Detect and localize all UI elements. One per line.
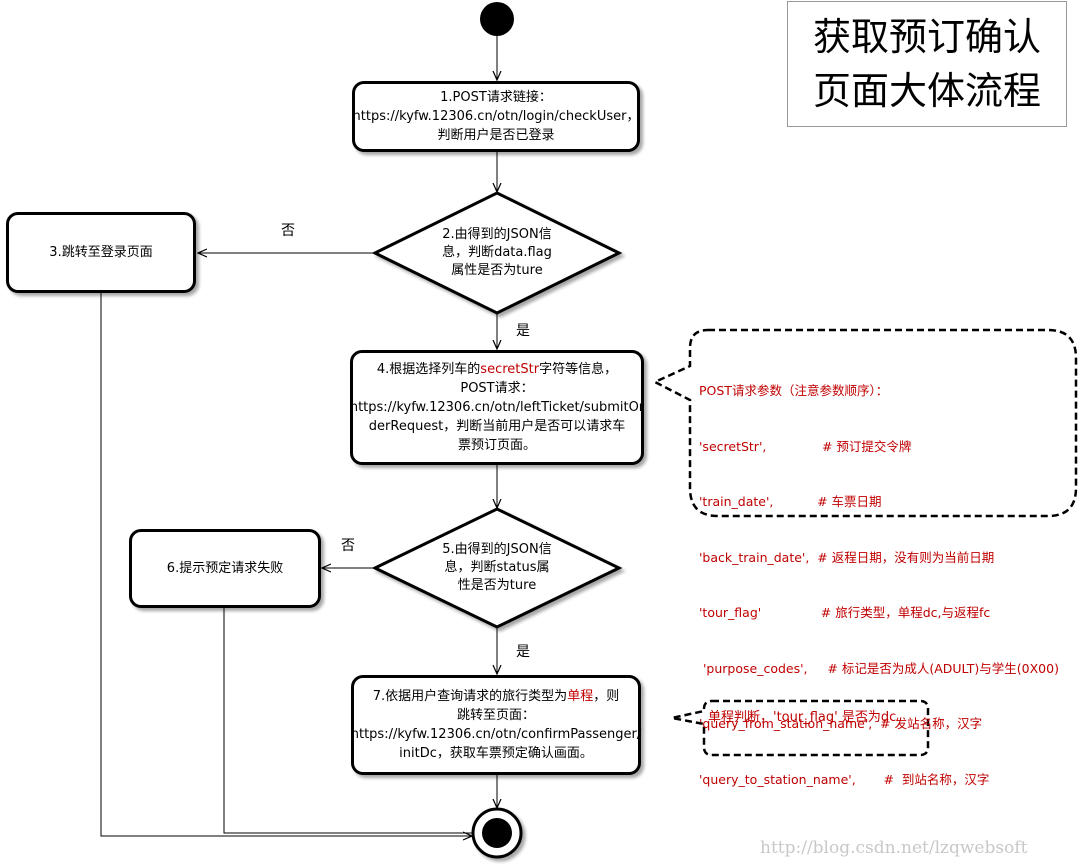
edge-step3-end [100, 293, 472, 836]
step5-line-3: 性是否为ture [457, 578, 537, 593]
end-node-inner [482, 818, 512, 848]
step1-line-2: https://kyfw.12306.cn/otn/login/checkUse… [352, 109, 640, 124]
edge-step6-end [223, 608, 472, 834]
decision-step2-text: 2.由得到的JSON信 息，判断data.flag 属性是否为ture [422, 226, 572, 280]
params-line-4: 'back_train_date', # 返程日期，没有则为当前日期 [699, 549, 995, 565]
step5-line-1: 5.由得到的JSON信 [442, 542, 552, 557]
step7-oneway-highlight: 单程 [567, 689, 594, 704]
title-line-1: 获取预订确认 [812, 15, 1041, 59]
callout-params-shape [652, 328, 1078, 518]
process-step4: 4.根据选择列车的secretStr字符等信息， POST请求： https:/… [350, 350, 644, 465]
step1-line-3: 判断用户是否已登录 [437, 128, 555, 143]
edge-label-yes-step5: 是 [516, 644, 530, 660]
step4-line-2: POST请求： [460, 381, 534, 396]
step7-line1-suffix: ，则 [593, 689, 620, 704]
step1-line-1: 1.POST请求链接： [440, 90, 552, 105]
callout-params-text: POST请求参数（注意参数顺序）： 'secretStr', # 预订提交令牌 … [699, 345, 1059, 808]
step2-line-1: 2.由得到的JSON信 [442, 227, 552, 242]
params-line-6: 'purpose_codes', # 标记是否为成人(ADULT)与学生(0X0… [699, 660, 1059, 676]
title-line-2: 页面大体流程 [812, 69, 1041, 113]
callout-oneway-shape [671, 699, 930, 757]
params-line-5: 'tour_flag' # 旅行类型，单程dc,与返程fc [699, 605, 991, 620]
step5-line-2: 息，判断status属 [444, 560, 550, 575]
step7-line-4: initDc，获取车票预定确认画面。 [399, 746, 593, 761]
step4-line1-suffix: 字符等信息， [539, 362, 618, 377]
params-line-3: 'train_date', # 车票日期 [699, 494, 882, 509]
step7-line-3: https://kyfw.12306.cn/otn/confirmPasseng… [350, 727, 642, 742]
step7-line1-prefix: 7.依据用户查询请求的旅行类型为 [372, 689, 568, 704]
process-step6: 6.提示预定请求失败 [129, 529, 321, 608]
watermark: http://blog.csdn.net/lzqwebsoft [760, 838, 1028, 858]
edge-label-no-step5: 否 [341, 538, 355, 554]
step4-line-3: https://kyfw.12306.cn/otn/leftTicket/sub… [349, 400, 645, 415]
params-line-7: 'query_from_station_name', # 发站名称，汉字 [699, 716, 983, 731]
edge-label-yes-step2: 是 [516, 323, 530, 339]
step2-line-3: 属性是否为ture [451, 263, 543, 278]
step4-line-4: derRequest，判断当前用户是否可以请求车 [368, 419, 626, 434]
step4-line1-prefix: 4.根据选择列车的 [376, 362, 481, 377]
callout-oneway-text: 单程判断，'tour_flag' 是否为dc [708, 710, 897, 725]
step4-secretstr-highlight: secretStr [480, 362, 540, 377]
step2-line-2: 息，判断data.flag [442, 245, 552, 260]
decision-step5-text: 5.由得到的JSON信 息，判断status属 性是否为ture [422, 541, 572, 595]
process-step1: 1.POST请求链接： https://kyfw.12306.cn/otn/lo… [352, 81, 640, 152]
step3-text: 3.跳转至登录页面 [49, 245, 153, 260]
params-line-8: 'query_to_station_name', # 到站名称，汉字 [699, 771, 990, 787]
process-step3: 3.跳转至登录页面 [6, 212, 196, 293]
step4-line-1: 4.根据选择列车的secretStr字符等信息， [377, 360, 617, 379]
diagram-title: 获取预订确认 页面大体流程 [787, 1, 1067, 127]
step6-text: 6.提示预定请求失败 [166, 561, 284, 576]
step7-line-2: 跳转至页面： [456, 708, 535, 723]
step7-line-1: 7.依据用户查询请求的旅行类型为单程，则 [373, 687, 619, 706]
edge-label-no-step2: 否 [281, 223, 295, 239]
params-line-1: POST请求参数（注意参数顺序）： [699, 383, 889, 398]
step4-line-5: 票预订页面。 [457, 438, 536, 453]
params-line-2: 'secretStr', # 预订提交令牌 [699, 438, 912, 454]
process-step7: 7.依据用户查询请求的旅行类型为单程，则 跳转至页面： https://kyfw… [351, 675, 641, 775]
start-node [480, 2, 514, 36]
